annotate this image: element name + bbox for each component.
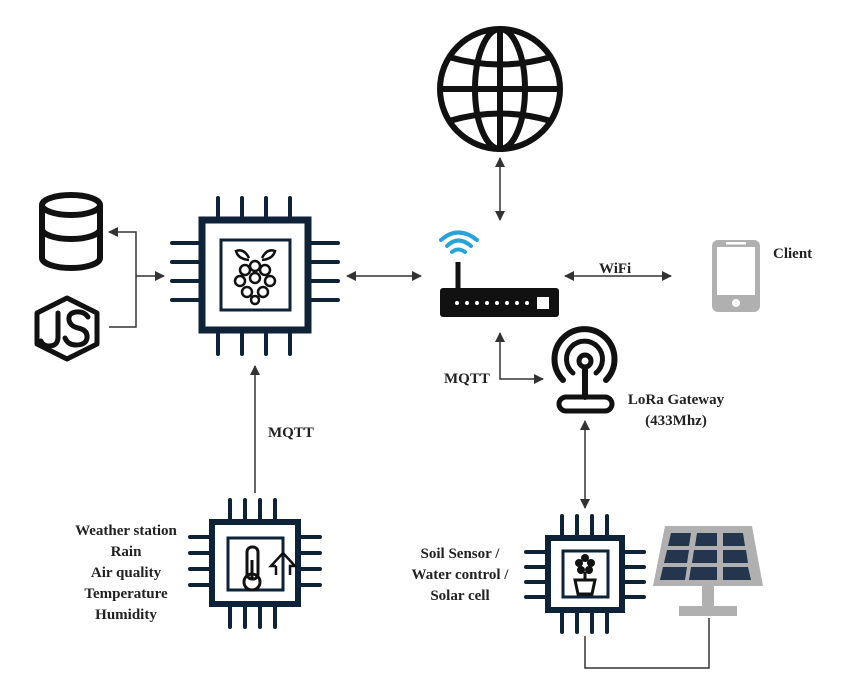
- line-soil-solar: [584, 618, 710, 669]
- weather-station-label: Weather station Rain Air quality Tempera…: [63, 521, 189, 626]
- smartphone-icon: [712, 240, 760, 312]
- solar-panel-icon: [653, 526, 763, 616]
- wifi-label: WiFi: [599, 261, 632, 277]
- line-db-bracket: [108, 227, 137, 328]
- weather-station-line-4: Temperature: [84, 586, 168, 602]
- arrow-router-lora: [495, 332, 544, 384]
- lora-antenna-icon: [551, 326, 618, 414]
- soil-sensor-label: Soil Sensor / Water control / Solar cell: [400, 544, 520, 607]
- client-label: Client: [773, 246, 813, 262]
- lora-gateway-line-1: LoRa Gateway: [627, 392, 725, 408]
- thermometer-chip-icon: [188, 498, 322, 629]
- mqtt-router-label: MQTT: [444, 371, 490, 387]
- wifi-router-icon: [439, 230, 559, 317]
- weather-station-line-5: Humidity: [95, 607, 157, 623]
- weather-station-line-1: Weather station: [75, 523, 177, 539]
- soil-sensor-line-2: Water control /: [411, 567, 509, 583]
- soil-sensor-line-1: Soil Sensor /: [420, 546, 500, 562]
- weather-station-line-3: Air quality: [90, 565, 162, 581]
- raspberry-pi-chip-icon: [170, 196, 340, 356]
- soil-sensor-line-3: Solar cell: [430, 588, 490, 604]
- lora-gateway-line-2: (433Mhz): [645, 413, 707, 429]
- weather-station-line-2: Rain: [110, 544, 142, 560]
- mqtt-weather-label: MQTT: [268, 425, 314, 441]
- plant-chip-icon: [524, 514, 646, 634]
- nodejs-icon: [34, 295, 100, 362]
- database-icon: [39, 192, 103, 271]
- globe-icon: [437, 26, 563, 152]
- lora-gateway-label: LoRa Gateway (433Mhz): [620, 390, 732, 432]
- connectors: [108, 157, 710, 669]
